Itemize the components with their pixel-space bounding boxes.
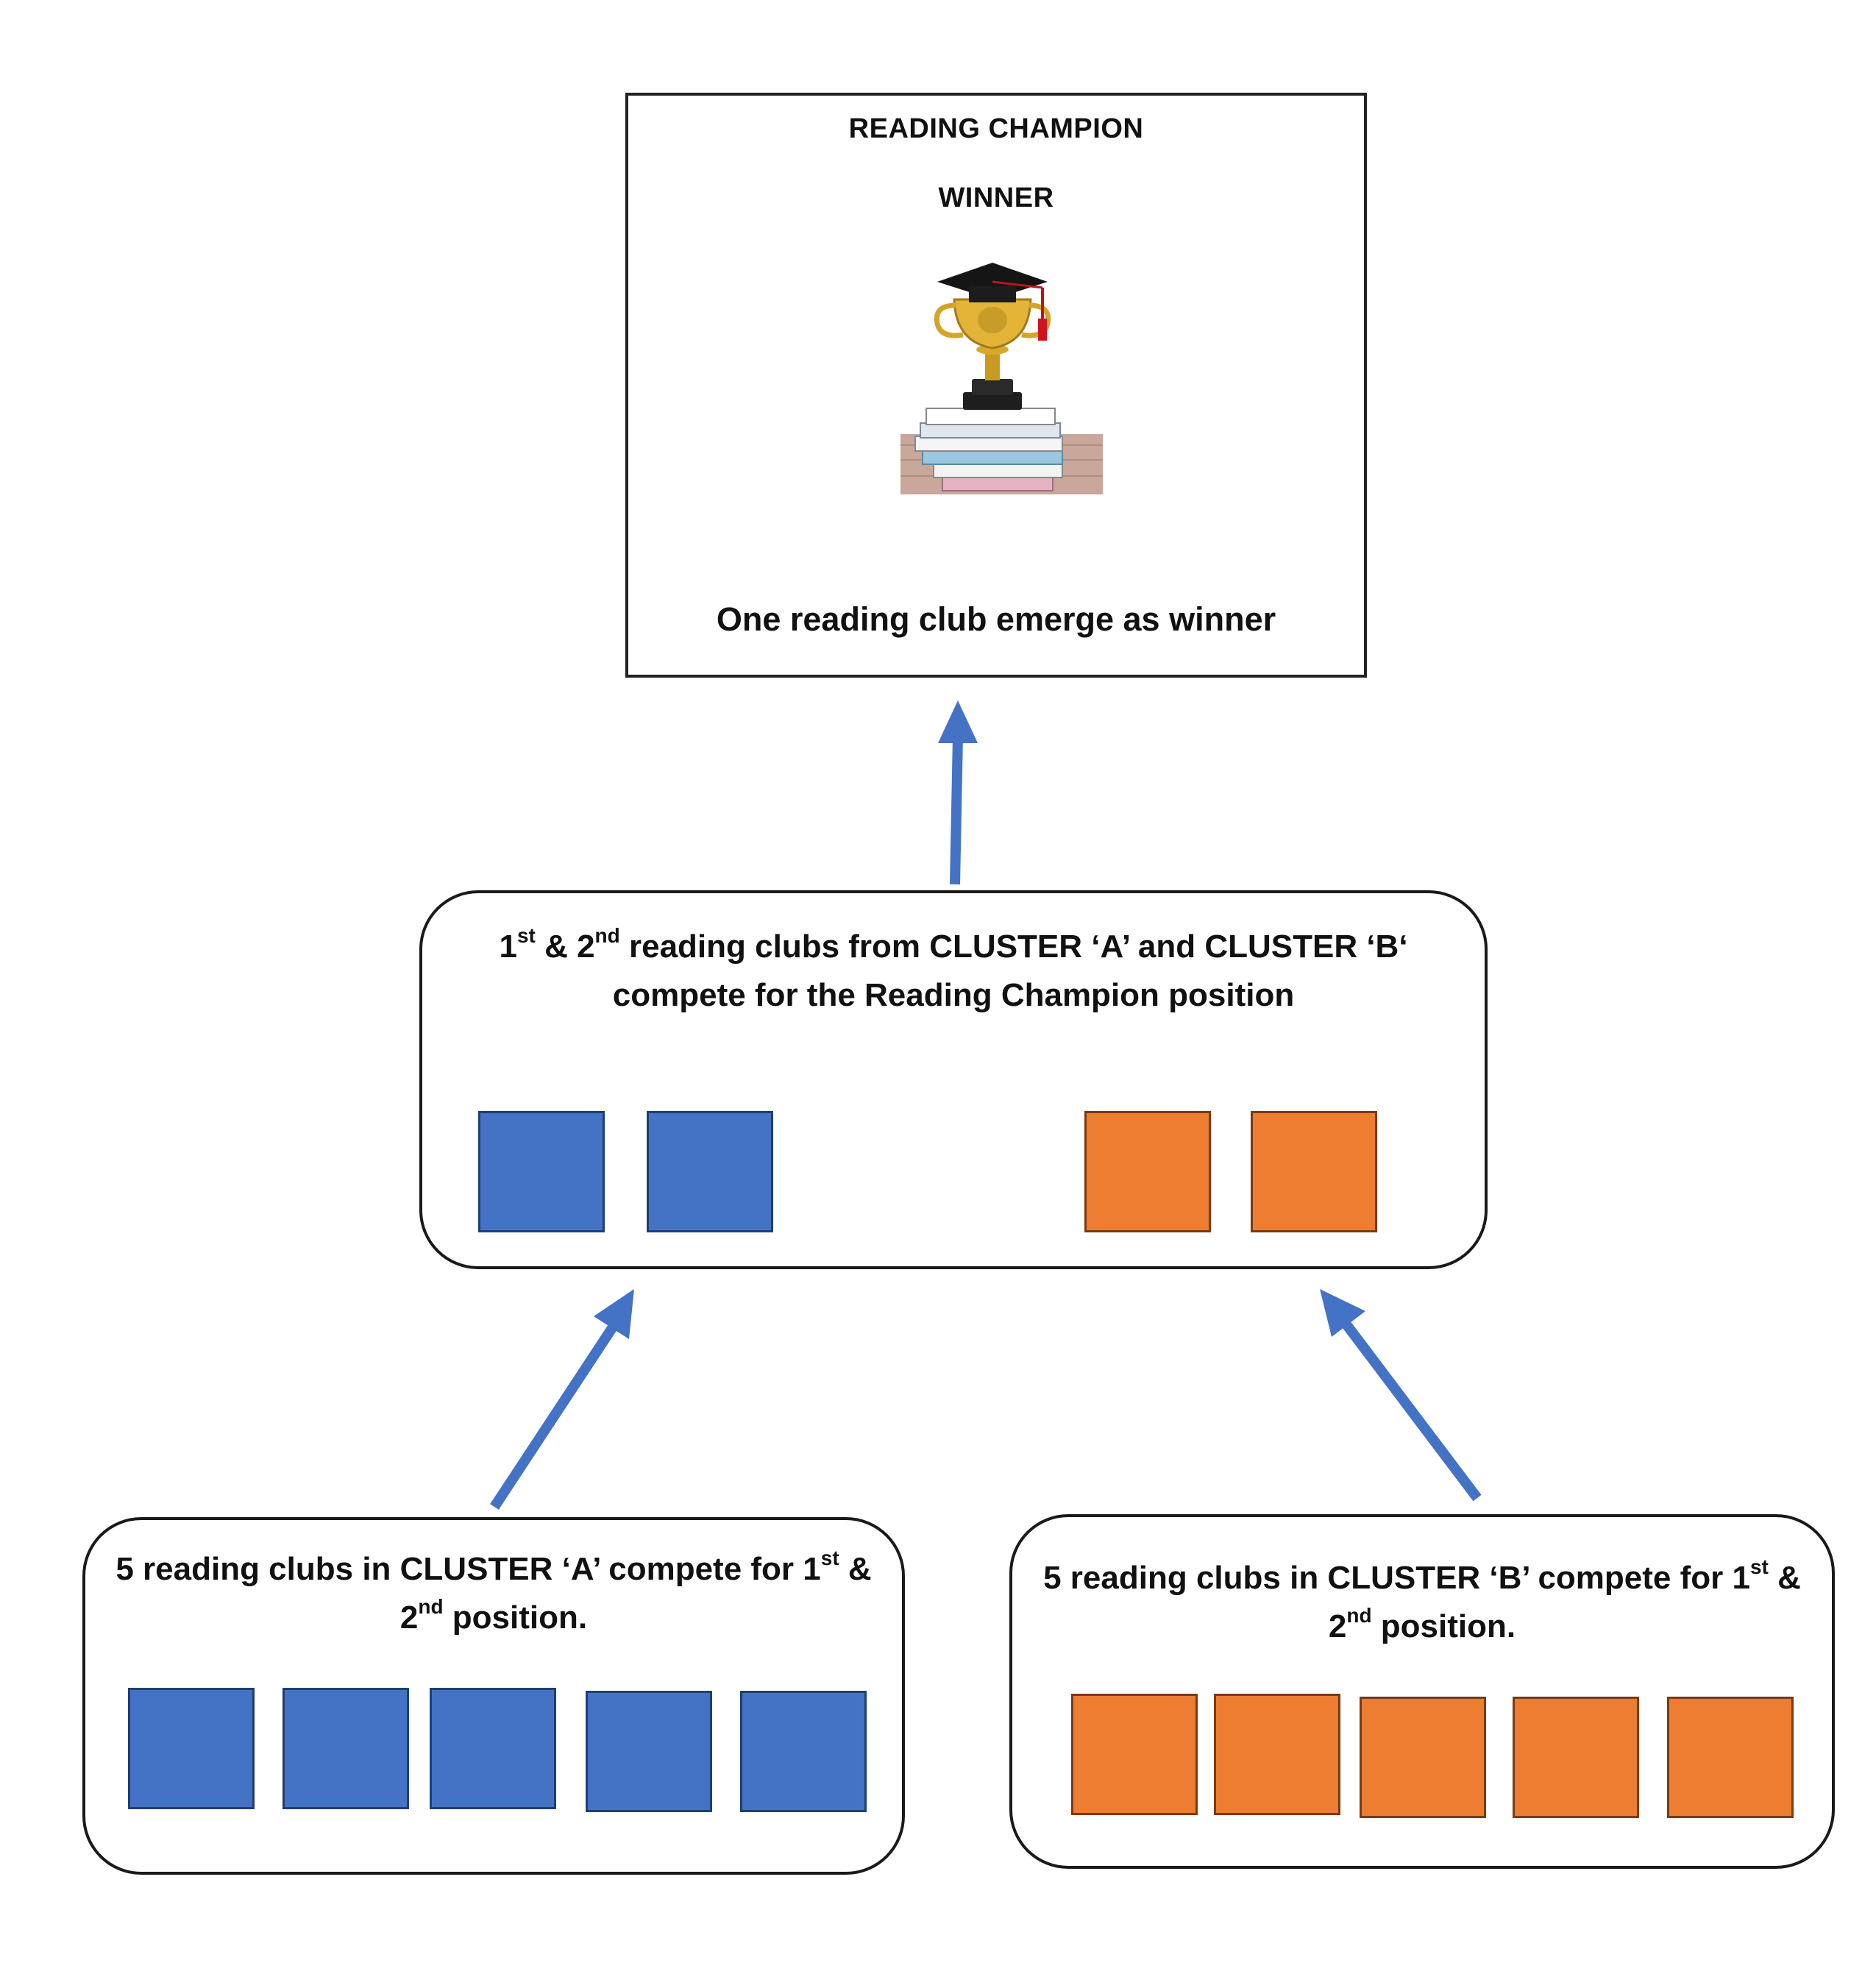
text-fragment: 5 reading clubs in CLUSTER ‘B’ compete f… [1043, 1560, 1750, 1596]
cluster-a-club-square [283, 1688, 409, 1809]
arrow-head-icon [594, 1289, 634, 1339]
cluster-a-box: 5 reading clubs in CLUSTER ‘A’ compete f… [82, 1517, 905, 1875]
superscript: nd [1346, 1604, 1372, 1627]
final-stage-line1: 1st & 2nd reading clubs from CLUSTER ‘A’… [437, 923, 1470, 971]
text-fragment: position. [1371, 1608, 1516, 1644]
text-fragment: & 2 [535, 929, 595, 965]
text-fragment: position. [443, 1600, 588, 1636]
winner-box-title: READING CHAMPION [848, 113, 1144, 144]
cluster-b-finalist-square [1084, 1111, 1211, 1232]
final-stage-text: 1st & 2nd reading clubs from CLUSTER ‘A’… [437, 923, 1470, 1020]
winner-box-subtitle: WINNER [938, 182, 1054, 213]
cluster-a-club-square [740, 1691, 867, 1812]
cluster-a-club-square [586, 1691, 712, 1812]
cluster-a-club-square [430, 1688, 556, 1809]
arrow-cluster-b-to-final [1342, 1321, 1482, 1502]
cluster-b-box: 5 reading clubs in CLUSTER ‘B’ compete f… [1009, 1514, 1835, 1869]
final-stage-box: 1st & 2nd reading clubs from CLUSTER ‘A’… [419, 890, 1488, 1269]
cluster-a-finalist-square [647, 1111, 773, 1232]
cluster-a-line1: 5 reading clubs in CLUSTER ‘A’ compete f… [100, 1545, 887, 1594]
text-fragment: & [839, 1551, 872, 1587]
trophy-graduation-cap-books-icon [900, 263, 1103, 494]
cluster-b-line2: 2nd position. [1027, 1602, 1817, 1651]
cluster-b-text: 5 reading clubs in CLUSTER ‘B’ compete f… [1027, 1554, 1817, 1651]
arrow-final-to-winner [950, 735, 963, 885]
cluster-b-line1: 5 reading clubs in CLUSTER ‘B’ compete f… [1027, 1554, 1817, 1602]
superscript: st [1749, 1555, 1769, 1579]
winner-box: READING CHAMPION WINNER One reading club… [625, 93, 1367, 678]
cluster-a-text: 5 reading clubs in CLUSTER ‘A’ compete f… [100, 1545, 887, 1642]
cluster-b-club-square [1071, 1694, 1198, 1815]
arrow-head-icon [938, 700, 978, 743]
text-fragment: 2 [399, 1600, 419, 1636]
superscript: st [820, 1547, 839, 1570]
cluster-b-club-square [1214, 1694, 1340, 1815]
winner-box-description: One reading club emerge as winner [716, 600, 1276, 638]
arrow-head-icon [1320, 1289, 1365, 1337]
superscript: st [516, 924, 536, 948]
cluster-b-club-square [1360, 1697, 1486, 1818]
cluster-a-line2: 2nd position. [100, 1594, 887, 1642]
cluster-b-finalist-square [1251, 1111, 1377, 1232]
cluster-a-finalist-square [478, 1111, 605, 1232]
text-fragment: 2 [1328, 1608, 1347, 1644]
text-fragment: reading clubs from CLUSTER ‘A’ and CLUST… [619, 929, 1408, 965]
cluster-b-club-square [1513, 1697, 1639, 1818]
superscript: nd [594, 924, 620, 948]
superscript: nd [418, 1595, 444, 1619]
text-fragment: 1 [499, 929, 517, 965]
final-stage-line2: compete for the Reading Champion positio… [612, 977, 1295, 1013]
cluster-a-club-square [128, 1688, 255, 1809]
cluster-b-club-square [1667, 1697, 1794, 1818]
arrow-cluster-a-to-final [490, 1323, 618, 1510]
text-fragment: 5 reading clubs in CLUSTER ‘A’ compete f… [116, 1551, 821, 1587]
text-fragment: & [1768, 1560, 1801, 1596]
